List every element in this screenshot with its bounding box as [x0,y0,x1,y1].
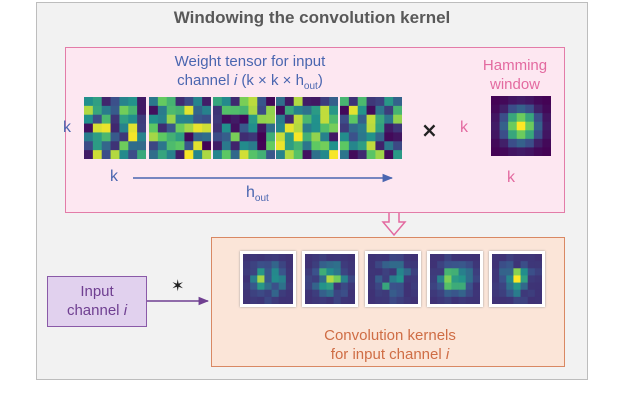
weight-label-i: i [233,72,238,89]
weight-k-vertical-label: k [63,119,71,136]
weight-slice [84,97,147,160]
windowed-kernel [302,251,358,307]
hamming-label-line1: Hamming [482,57,548,74]
weight-k-horizontal-label: k [110,168,118,185]
conv-label-line1: Convolution kernels [324,327,456,344]
hamming-window [491,96,552,157]
convolve-symbol: ✶ [171,276,185,295]
input-label-line2: channel i [47,301,147,320]
input-channel-label: Input channel i [47,282,147,320]
hamming-k-left-label: k [460,119,468,136]
weight-slice [340,97,403,160]
hamming-k-bottom-label: k [507,169,515,186]
hamming-label: Hamming window [470,56,560,94]
input-label-channel: channel [66,302,124,319]
weight-label-dims: (k × k × h [237,72,304,89]
conv-label-i: i [445,346,450,363]
weight-slice [213,97,276,160]
conv-label-line2: for input channel i [250,345,530,364]
hamming-label-line2: window [489,76,541,93]
weight-slice [276,97,339,160]
multiply-symbol: × [421,118,438,142]
conv-label-text: for input channel [330,346,446,363]
input-channel-box [47,276,147,327]
weight-tensor-label: Weight tensor for input channel i (k × k… [120,52,380,96]
windowed-kernel [365,251,421,307]
hout-sub: out [254,193,269,205]
hout-label: hout [246,184,269,204]
weight-label-line1: Weight tensor for input [174,53,326,70]
windowed-kernel [489,251,545,307]
weight-label-sub: out [303,81,318,92]
figure-title: Windowing the convolution kernel [173,8,451,27]
window-down-arrow [381,213,407,237]
weight-slice [149,97,212,160]
input-label-line1: Input [80,283,114,300]
windowed-kernel [427,251,483,307]
weight-label-close: ) [317,72,323,89]
weight-label-channel: channel [177,72,234,89]
conv-kernels-label: Convolution kernels for input channel i [250,326,530,364]
input-label-i: i [123,302,128,319]
weight-label-line2: channel i (k × k × hout) [120,71,380,96]
hout-main: h [246,184,255,201]
windowed-kernel [240,251,296,307]
